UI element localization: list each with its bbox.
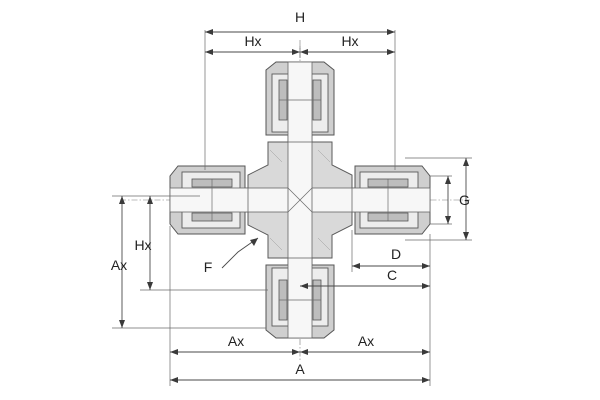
label-hx-left: Hx xyxy=(134,237,151,253)
leader-f: F xyxy=(204,237,259,275)
dimension-h: H xyxy=(204,9,396,170)
label-f: F xyxy=(204,259,213,275)
right-nut xyxy=(351,165,431,235)
dimension-a: A xyxy=(170,361,430,383)
label-hx-top-left: Hx xyxy=(244,33,261,49)
label-ax-bottom-right: Ax xyxy=(358,333,374,349)
dimension-hx-top: Hx Hx xyxy=(205,33,395,58)
label-d: D xyxy=(391,246,401,262)
label-ax-left: Ax xyxy=(111,257,127,273)
label-h: H xyxy=(295,9,305,25)
bottom-nut xyxy=(265,257,335,339)
label-g: G xyxy=(459,192,470,208)
left-nut xyxy=(169,165,249,235)
label-ax-bottom-left: Ax xyxy=(228,333,244,349)
top-nut xyxy=(265,61,335,143)
dimension-hx-left: Hx xyxy=(134,195,268,291)
dimension-d: D xyxy=(351,230,431,290)
label-hx-top-right: Hx xyxy=(341,33,358,49)
dimension-c: C xyxy=(300,267,430,289)
label-a: A xyxy=(295,361,305,377)
dimension-ax-bottom: Ax Ax xyxy=(169,226,431,386)
label-c: C xyxy=(387,267,397,283)
dimension-g: G xyxy=(405,157,472,241)
dimension-ax-left: Ax xyxy=(111,195,266,329)
cross-body xyxy=(239,129,361,271)
